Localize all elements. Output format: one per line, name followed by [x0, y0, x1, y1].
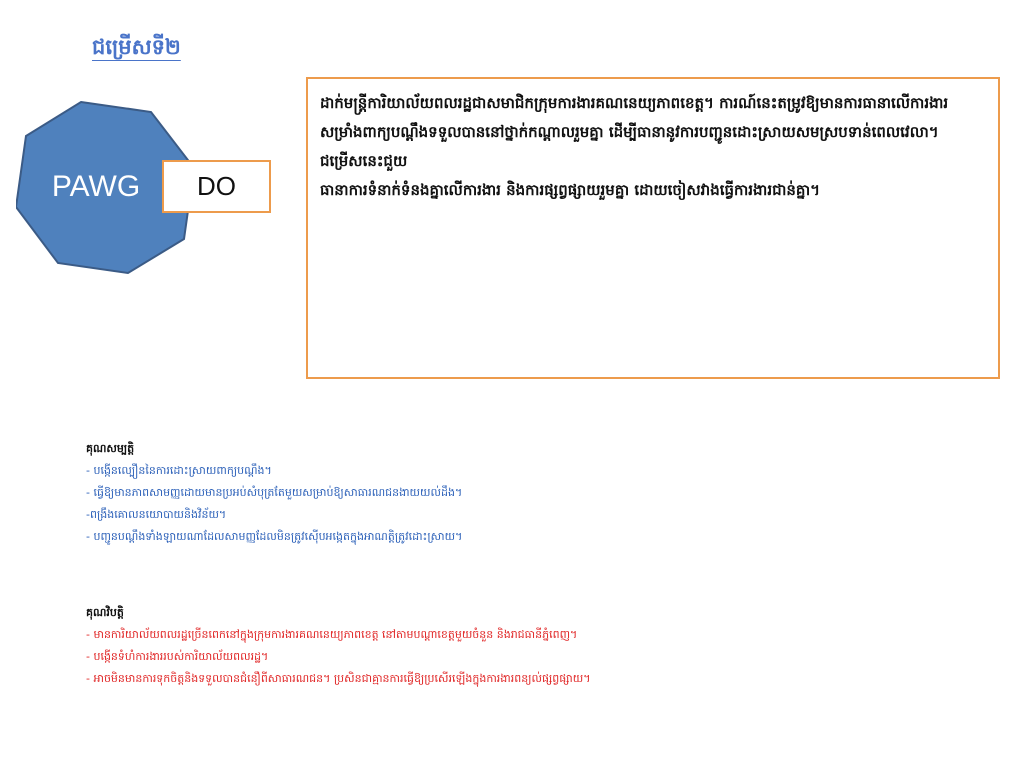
- strength-item: - ធ្វើឱ្យមានភាពសាមញ្ញដោយមានប្រអប់សំបុត្រ…: [86, 486, 463, 499]
- strengths-heading: គុណសម្បត្តិ: [86, 442, 135, 455]
- do-box: DO: [162, 160, 271, 213]
- description-paragraph: ដាក់មន្ត្រីការិយាល័យពលរដ្ឋជាសមាជិកក្រុមក…: [320, 94, 949, 170]
- description-paragraph: ធានាការទំនាក់ទំនងគ្នាលើការងារ និងការផ្សព…: [320, 181, 821, 199]
- octagon-label: PAWG: [51, 170, 141, 203]
- weaknesses-section: គុណវិបត្តិ - មានការិយាល័យពលរដ្ឋច្រើនពេកន…: [86, 602, 786, 690]
- strengths-section: គុណសម្បត្តិ - បង្កើនល្បឿននៃការដោះស្រាយពា…: [86, 438, 786, 548]
- octagon-shape: [16, 100, 192, 275]
- strength-item: - បញ្ជូនបណ្តឹងទាំងឡាយណាដែលសាមញ្ញដែលមិនត្…: [86, 530, 463, 543]
- strength-item: - បង្កើនល្បឿននៃការដោះស្រាយពាក្យបណ្តឹង។: [86, 464, 272, 477]
- description-box: ដាក់មន្ត្រីការិយាល័យពលរដ្ឋជាសមាជិកក្រុមក…: [306, 77, 1000, 379]
- pawg-octagon: PAWG: [16, 100, 192, 276]
- slide-title: ជម្រើសទី២: [92, 35, 181, 59]
- octagon-polygon: [16, 100, 192, 275]
- weakness-item: - បង្កើនទំហំការងាររបស់ការិយាល័យពលរដ្ឋ។: [86, 650, 269, 663]
- strength-item: -ពង្រឹងគោលនយោបាយនិងវិន័យ។: [86, 508, 227, 521]
- weaknesses-heading: គុណវិបត្តិ: [86, 606, 124, 619]
- weakness-item: - អាចមិនមានការទុកចិត្តនិងទទួលបានជំនឿពីសា…: [86, 672, 591, 685]
- weakness-item: - មានការិយាល័យពលរដ្ឋច្រើនពេកនៅក្នុងក្រុម…: [86, 628, 578, 641]
